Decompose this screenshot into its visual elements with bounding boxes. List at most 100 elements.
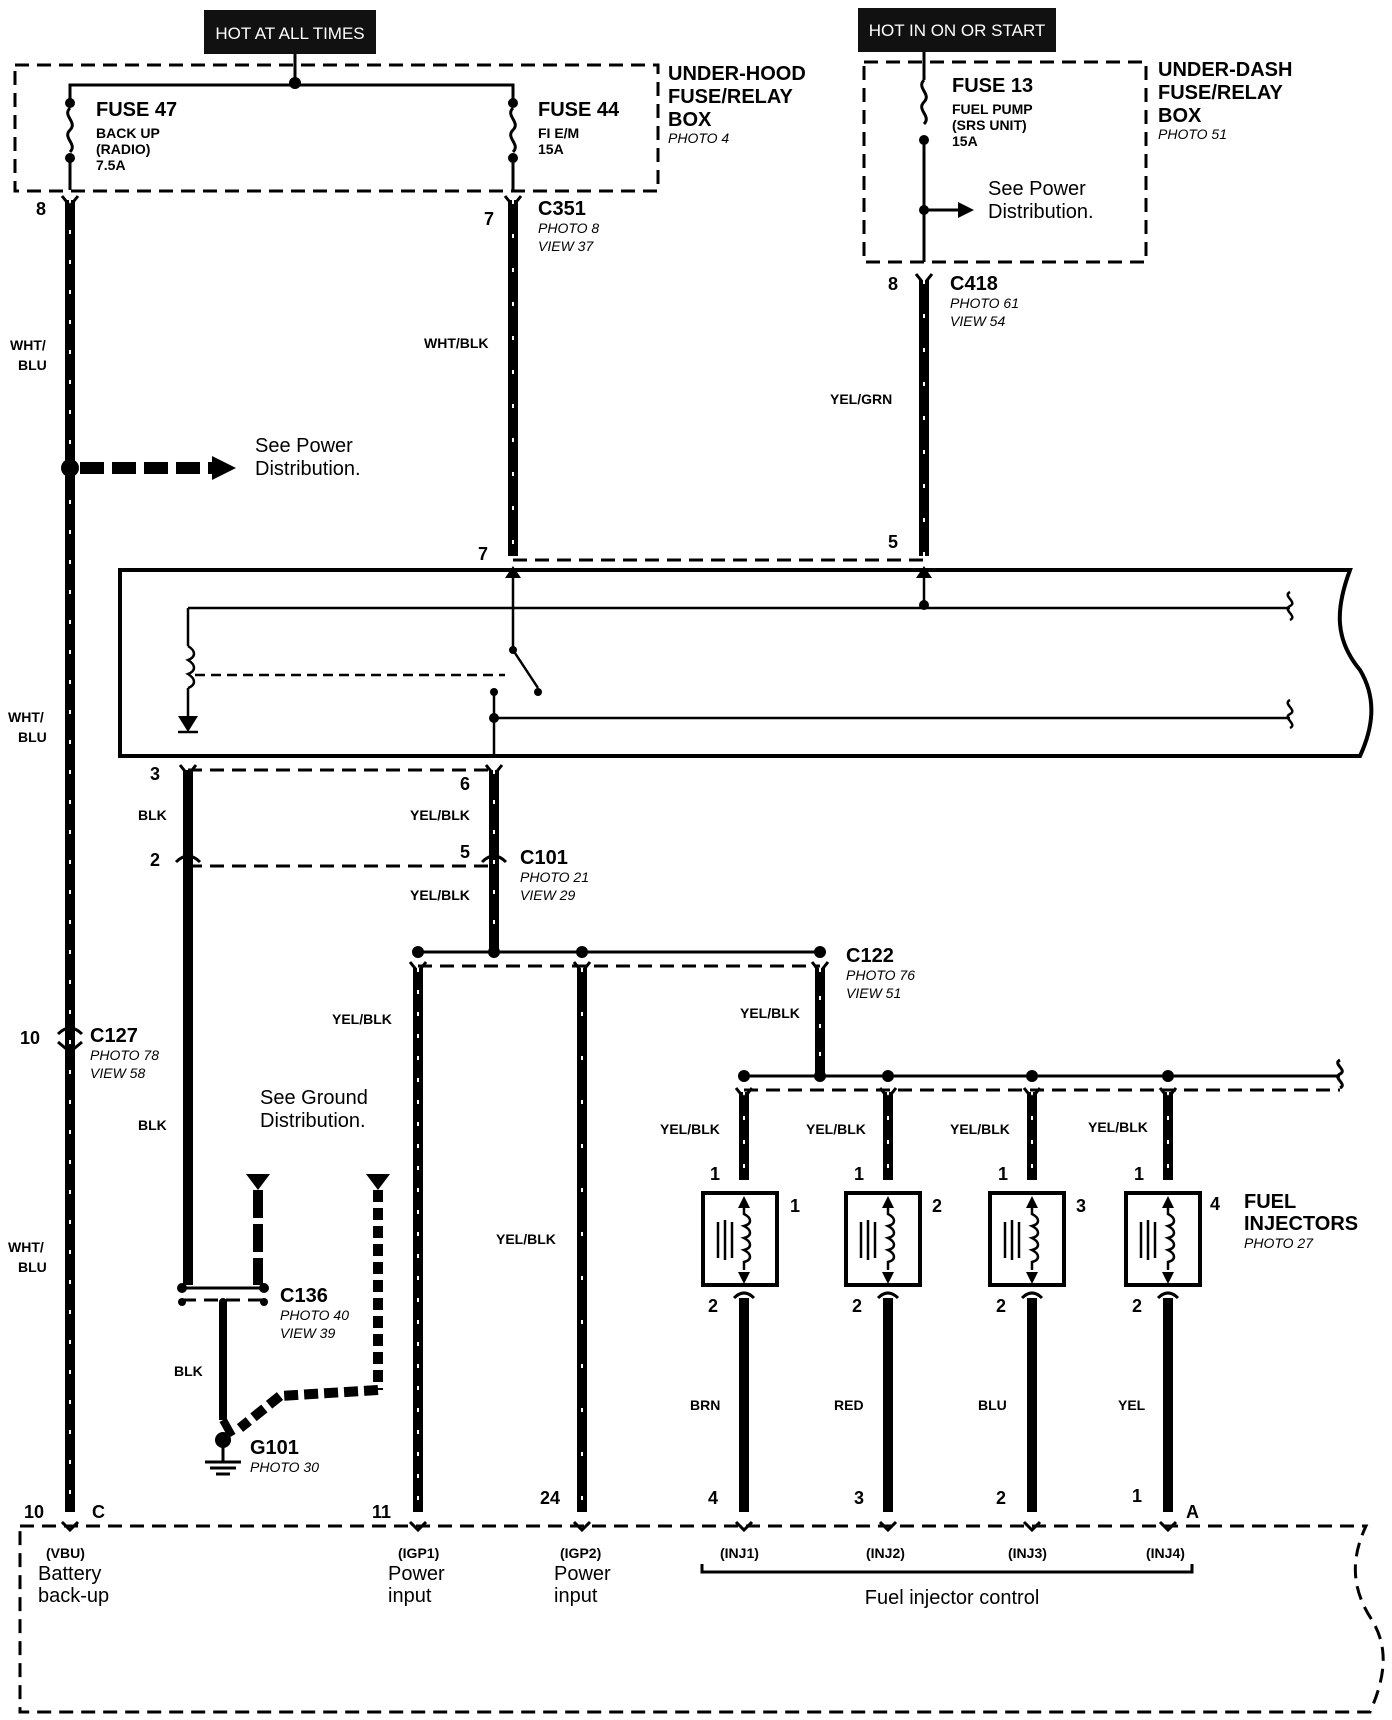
inj2-pin-1: 1 xyxy=(854,1164,864,1184)
label-wht-blu-3: WHT/ BLU xyxy=(8,1239,47,1275)
svg-text:C351: C351 xyxy=(538,198,586,220)
c122-label: C122 PHOTO 76 VIEW 51 xyxy=(846,945,915,1001)
label-yel-blk-inj3: YEL/BLK xyxy=(950,1121,1010,1137)
svg-text:(VBU): (VBU) xyxy=(46,1545,85,1561)
pin-5-c101: 5 xyxy=(460,842,470,862)
svg-text:C122: C122 xyxy=(846,945,894,967)
svg-text:VIEW 37: VIEW 37 xyxy=(538,238,594,254)
label-wht-blk: WHT/BLK xyxy=(424,335,489,351)
inj3-pin-1: 1 xyxy=(998,1164,1008,1184)
pin-5-relay: 5 xyxy=(888,532,898,552)
svg-text:VIEW 58: VIEW 58 xyxy=(90,1065,145,1081)
see-power-distribution-note-2: See Power Distribution. xyxy=(988,178,1094,223)
svg-text:See Ground: See Ground xyxy=(260,1087,368,1109)
injector-2-number: 2 xyxy=(932,1196,942,1216)
relay-internals xyxy=(178,566,1294,756)
fuse-47: FUSE 47 BACK UP (RADIO) 7.5A xyxy=(65,98,177,190)
label-yel-blk-inj1: YEL/BLK xyxy=(660,1121,720,1137)
pin-8-c418: 8 xyxy=(888,274,898,294)
inj4-pin-1: 1 xyxy=(1134,1164,1144,1184)
svg-text:BLU: BLU xyxy=(18,357,47,373)
label-yel: YEL xyxy=(1118,1397,1146,1413)
label-yel-blk-3: YEL/BLK xyxy=(332,1011,392,1027)
svg-text:See Power: See Power xyxy=(255,435,353,457)
svg-text:VIEW 29: VIEW 29 xyxy=(520,887,575,903)
pin-3-relay: 3 xyxy=(150,764,160,784)
label-yel-blk-1: YEL/BLK xyxy=(410,807,470,823)
under-dash-box-label: UNDER-DASH FUSE/RELAY BOX PHOTO 51 xyxy=(1158,59,1292,142)
label-yel-blk-inj4: YEL/BLK xyxy=(1088,1119,1148,1135)
injector-4-number: 4 xyxy=(1210,1194,1220,1214)
label-yel-blk-4: YEL/BLK xyxy=(496,1231,556,1247)
hot-at-all-times-label: HOT AT ALL TIMES xyxy=(215,24,364,43)
ecm-igp2-label: (IGP2) Power input xyxy=(554,1545,611,1607)
svg-text:(IGP2): (IGP2) xyxy=(560,1545,601,1561)
ecm-connector-a: A xyxy=(1186,1502,1199,1522)
svg-text:FUEL PUMP: FUEL PUMP xyxy=(952,101,1033,117)
svg-text:G101: G101 xyxy=(250,1437,299,1459)
svg-text:15A: 15A xyxy=(538,141,564,157)
svg-text:WHT/: WHT/ xyxy=(10,337,46,353)
svg-text:back-up: back-up xyxy=(38,1585,109,1607)
inj1-pin-1: 1 xyxy=(710,1164,720,1184)
svg-text:VIEW 51: VIEW 51 xyxy=(846,985,901,1001)
see-power-distribution-note-1: See Power Distribution. xyxy=(255,435,361,480)
fuel-injectors-label: FUEL INJECTORS PHOTO 27 xyxy=(1244,1191,1358,1251)
svg-text:input: input xyxy=(554,1585,598,1607)
svg-text:FUSE/RELAY: FUSE/RELAY xyxy=(1158,82,1284,104)
ecm-pin-2: 2 xyxy=(996,1488,1006,1508)
svg-text:FUSE/RELAY: FUSE/RELAY xyxy=(668,86,794,108)
svg-text:(SRS UNIT): (SRS UNIT) xyxy=(952,117,1027,133)
label-blk-1: BLK xyxy=(138,807,167,823)
fuel-injector-control-label: Fuel injector control xyxy=(865,1587,1040,1609)
label-brn: BRN xyxy=(690,1397,720,1413)
label-blu: BLU xyxy=(978,1397,1007,1413)
svg-text:PHOTO 51: PHOTO 51 xyxy=(1158,126,1227,142)
ecm-pin-24: 24 xyxy=(540,1488,560,1508)
ecm-inj1-label: (INJ1) xyxy=(720,1545,759,1561)
injector-1-number: 1 xyxy=(790,1196,800,1216)
inj1-pin-2: 2 xyxy=(708,1296,718,1316)
inj2-pin-2: 2 xyxy=(852,1296,862,1316)
svg-text:BOX: BOX xyxy=(1158,105,1202,127)
under-hood-fuse-box xyxy=(13,63,660,193)
ecm-pin-1: 1 xyxy=(1132,1486,1142,1506)
ecm-igp1-label: (IGP1) Power input xyxy=(388,1545,445,1607)
svg-text:INJECTORS: INJECTORS xyxy=(1244,1213,1358,1235)
ecm-pin-4: 4 xyxy=(708,1488,718,1508)
ecm-pin-11: 11 xyxy=(372,1502,391,1522)
svg-text:15A: 15A xyxy=(952,133,978,149)
svg-text:BACK UP: BACK UP xyxy=(96,125,160,141)
svg-text:Power: Power xyxy=(554,1563,611,1585)
svg-text:PHOTO 76: PHOTO 76 xyxy=(846,967,915,983)
svg-text:PHOTO 27: PHOTO 27 xyxy=(1244,1235,1314,1251)
pin-2-c101: 2 xyxy=(150,850,160,870)
injector-3-number: 3 xyxy=(1076,1196,1086,1216)
ecm-inj3-label: (INJ3) xyxy=(1008,1545,1047,1561)
svg-text:WHT/: WHT/ xyxy=(8,1239,44,1255)
svg-text:VIEW 39: VIEW 39 xyxy=(280,1325,335,1341)
under-dash-fuse-box xyxy=(862,60,1148,264)
svg-text:C127: C127 xyxy=(90,1025,138,1047)
ecm-inj2-label: (INJ2) xyxy=(866,1545,905,1561)
svg-text:(IGP1): (IGP1) xyxy=(398,1545,439,1561)
svg-text:BLU: BLU xyxy=(18,729,47,745)
svg-text:Distribution.: Distribution. xyxy=(988,201,1094,223)
g101-ground-icon xyxy=(205,1432,241,1476)
c101-label: C101 PHOTO 21 VIEW 29 xyxy=(520,847,589,903)
label-yel-blk-inj2: YEL/BLK xyxy=(806,1121,866,1137)
svg-text:Distribution.: Distribution. xyxy=(260,1110,366,1132)
label-yel-grn: YEL/GRN xyxy=(830,391,892,407)
ecm-pin-10: 10 xyxy=(24,1502,44,1522)
svg-text:PHOTO 61: PHOTO 61 xyxy=(950,295,1019,311)
label-wht-blu-1: WHT/ BLU xyxy=(10,337,47,373)
label-blk-2: BLK xyxy=(138,1117,167,1133)
ecm-box xyxy=(18,1524,1385,1714)
c136-label: C136 PHOTO 40 VIEW 39 xyxy=(280,1285,349,1341)
svg-text:FUSE 13: FUSE 13 xyxy=(952,75,1033,97)
inj4-pin-2: 2 xyxy=(1132,1296,1142,1316)
ecm-inj4-label: (INJ4) xyxy=(1146,1545,1185,1561)
svg-text:BLU: BLU xyxy=(18,1259,47,1275)
c418-label: C418 PHOTO 61 VIEW 54 xyxy=(950,273,1019,329)
